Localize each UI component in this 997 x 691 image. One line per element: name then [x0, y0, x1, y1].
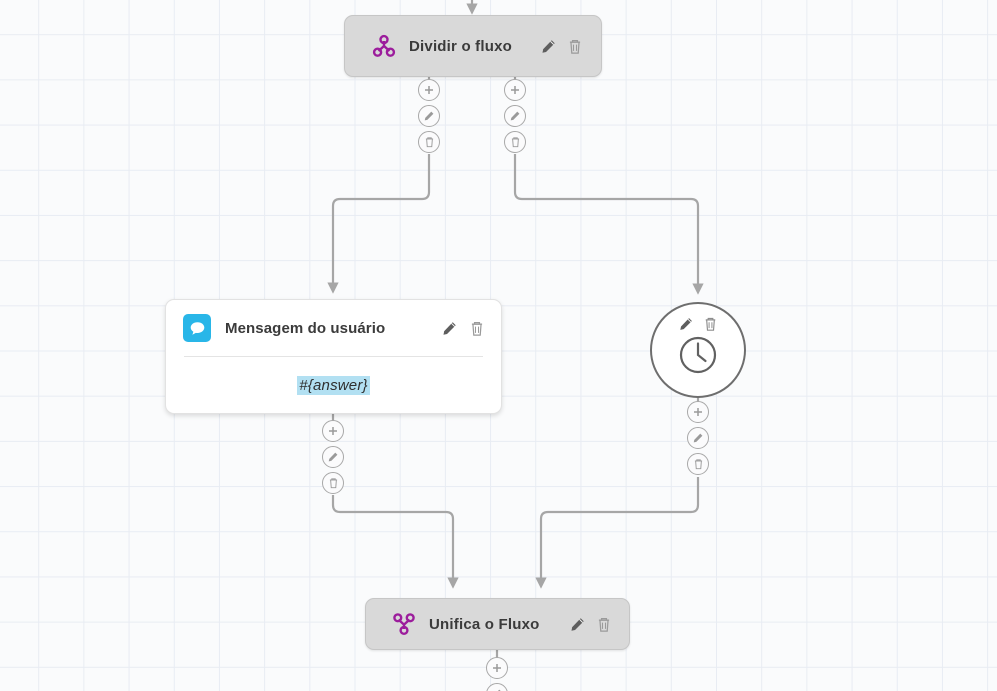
node-title-unifica: Unifica o Fluxo: [429, 615, 540, 633]
connector-actions-split-left[interactable]: [418, 79, 440, 153]
edge-message-to-merge: [331, 495, 459, 589]
delete-connector-button[interactable]: [504, 131, 526, 153]
node-timer[interactable]: [650, 302, 746, 398]
merge-flow-icon: [391, 611, 417, 637]
split-flow-icon: [371, 33, 397, 59]
card-body: #{answer}: [166, 357, 501, 413]
delete-connector-button[interactable]: [418, 131, 440, 153]
connector-actions-merge[interactable]: [486, 657, 508, 691]
pencil-icon[interactable]: [678, 316, 694, 332]
add-node-button[interactable]: [687, 401, 709, 423]
edge-split-right-to-timer: [513, 154, 704, 295]
circle-actions: [678, 316, 718, 332]
trash-icon[interactable]: [703, 316, 718, 332]
pencil-icon[interactable]: [441, 320, 458, 337]
edit-connector-button[interactable]: [504, 105, 526, 127]
trash-icon[interactable]: [596, 616, 612, 633]
edit-connector-button[interactable]: [687, 427, 709, 449]
edit-connector-button[interactable]: [322, 446, 344, 468]
edge-split-left-to-message: [327, 154, 431, 294]
trash-icon[interactable]: [469, 320, 485, 337]
clock-icon: [677, 334, 719, 376]
pencil-icon[interactable]: [540, 38, 557, 55]
add-node-button[interactable]: [504, 79, 526, 101]
trash-icon[interactable]: [567, 38, 583, 55]
connector-actions-message[interactable]: [322, 420, 344, 494]
delete-connector-button[interactable]: [322, 472, 344, 494]
chat-bubble-icon: [183, 314, 211, 342]
card-title-mensagem: Mensagem do usuário: [225, 319, 386, 337]
connector-actions-split-right[interactable]: [504, 79, 526, 153]
edge-timer-to-merge: [535, 477, 700, 589]
node-actions-unifica: [569, 616, 612, 633]
add-node-button[interactable]: [322, 420, 344, 442]
delete-connector-button[interactable]: [687, 453, 709, 475]
node-actions-dividir: [540, 38, 583, 55]
edit-connector-button[interactable]: [418, 105, 440, 127]
add-node-button[interactable]: [486, 657, 508, 679]
node-dividir-o-fluxo[interactable]: Dividir o fluxo: [344, 15, 602, 77]
card-divider: [184, 356, 483, 357]
connector-actions-timer[interactable]: [687, 401, 709, 475]
node-mensagem-do-usuario[interactable]: Mensagem do usuário: [165, 299, 502, 414]
node-unifica-o-fluxo[interactable]: Unifica o Fluxo: [365, 598, 630, 650]
card-header: Mensagem do usuário: [166, 300, 501, 356]
edit-connector-button[interactable]: [486, 683, 508, 691]
pencil-icon[interactable]: [569, 616, 586, 633]
card-actions: [441, 320, 485, 337]
add-node-button[interactable]: [418, 79, 440, 101]
node-title-dividir: Dividir o fluxo: [409, 37, 513, 55]
message-variable-value: #{answer}: [297, 375, 370, 395]
